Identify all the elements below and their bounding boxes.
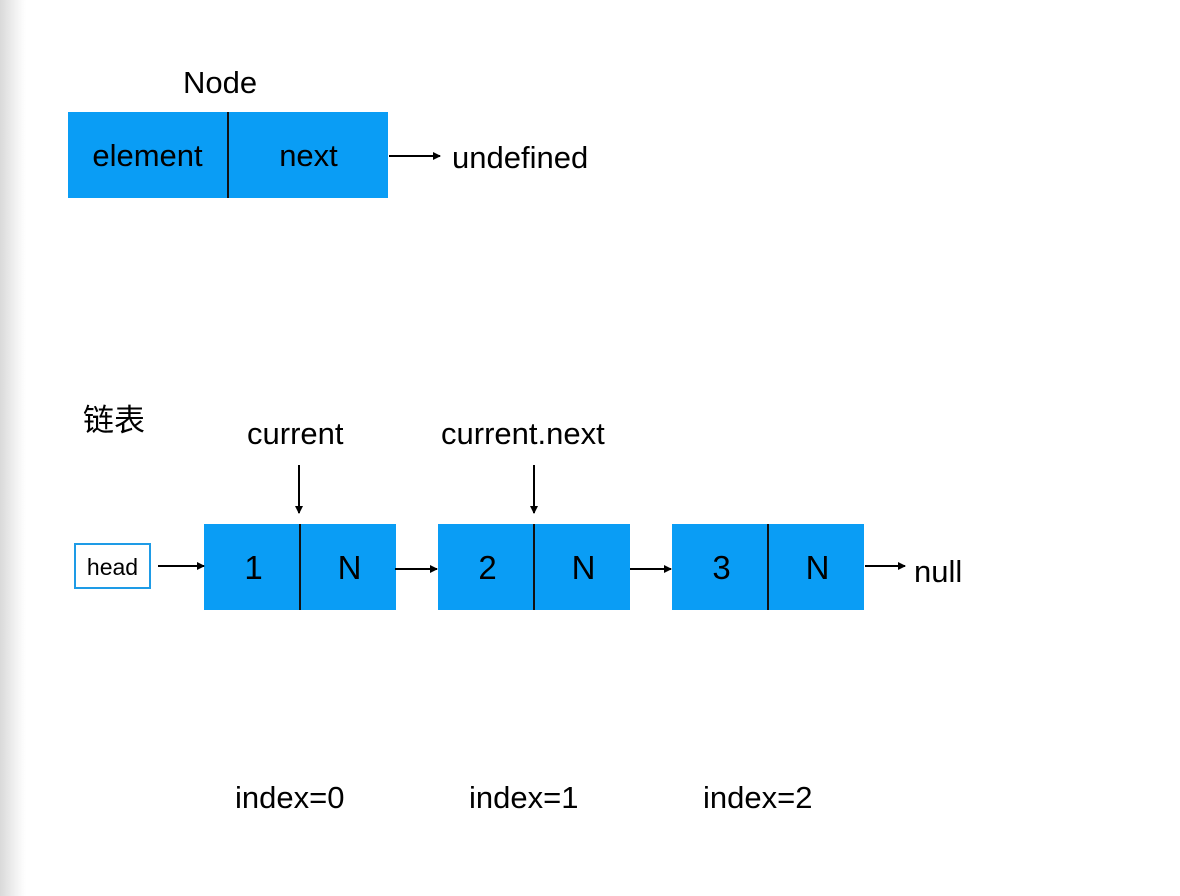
index-label-0: index=0 [235,780,345,815]
list-tail-null: null [914,554,963,589]
list-node-3-divider [767,524,769,610]
list-node-3-value: 3 [712,549,731,586]
head-label: head [86,554,139,580]
node-title: Node [183,65,258,100]
index-label-1: index=1 [469,780,579,815]
current-pointer-label: current [247,416,344,451]
list-node-2-divider [533,524,535,610]
node-next-target: undefined [452,140,589,175]
list-node-3-pointer: N [805,549,830,586]
left-edge-shadow [0,0,26,896]
list-node-2-pointer: N [571,549,596,586]
node-field-next: next [279,138,338,173]
linked-list-title: 链表 [83,403,145,439]
node-divider [227,112,229,198]
node-field-element: element [92,138,203,173]
head-box [74,543,151,589]
list-node-1-divider [299,524,301,610]
current-next-pointer-label: current.next [441,416,605,451]
index-label-2: index=2 [703,780,813,815]
list-node-2-value: 2 [478,549,497,586]
list-node-1-pointer: N [337,549,362,586]
list-node-1-value: 1 [244,549,263,586]
